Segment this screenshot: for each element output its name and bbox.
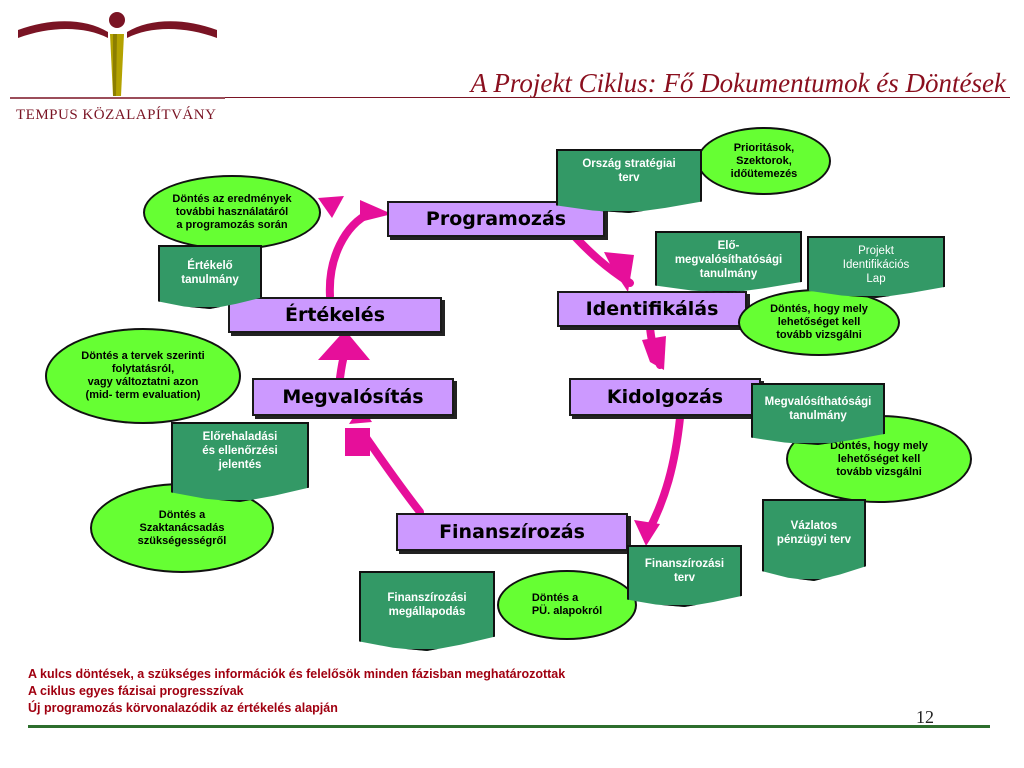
decision-identifikalas: Döntés, hogy mely lehetőséget kell továb… (738, 289, 900, 356)
doc-elorehaladasi-jelentes: Előrehaladási és ellenőrzési jelentés (171, 422, 309, 502)
arrowhead-2 (642, 336, 666, 370)
arrowhead-3 (634, 520, 660, 546)
title-rule (225, 97, 1010, 98)
arrow-kidolgozas-finanszirozas (644, 414, 684, 536)
arrow-megvalositas-ertekeles (336, 348, 349, 382)
doc-orszag-strategiai-terv: Ország stratégiai terv (556, 149, 702, 213)
phase-finanszirozas: Finanszírozás (396, 513, 628, 551)
footer-line-1: A kulcs döntések, a szükséges információ… (28, 667, 566, 681)
footer-line-3: Új programozás körvonalazódik az értékel… (28, 701, 338, 715)
arrowhead-1 (604, 252, 634, 292)
logo-text: TEMPUS KÖZALAPÍTVÁNY (16, 107, 217, 123)
doc-megvalosithatosagi: Megvalósíthatósági tanulmány (751, 383, 885, 445)
decision-prioritasok: Prioritások, Szektorok, időütemezés (697, 127, 831, 195)
doc-projekt-identifikacios-lap: Projekt Identifikációs Lap (807, 236, 945, 298)
logo: TEMPUS KÖZALAPÍTVÁNY (10, 4, 225, 130)
arrow-identifikalas-kidolgozas (646, 324, 664, 369)
decision-ertekeles: Döntés az eredmények további használatár… (143, 175, 321, 250)
phase-ertekeles: Értékelés (228, 297, 442, 333)
arrowhead-7 (318, 196, 344, 218)
footer-line-2: A ciklus egyes fázisai progresszívak (28, 684, 244, 698)
doc-vazlatos-penzugyi-terv: Vázlatos pénzügyi terv (762, 499, 866, 581)
footer-rule (28, 725, 990, 728)
doc-finanszirozasi-terv: Finanszírozási terv (627, 545, 742, 607)
arrow-block-1 (345, 428, 370, 456)
phase-kidolgozas: Kidolgozás (569, 378, 761, 416)
arrowhead-5 (318, 330, 370, 360)
phase-megvalositas: Megvalósítás (252, 378, 454, 416)
doc-elomegvalosithatosagi: Elő- megvalósíthatósági tanulmány (655, 231, 802, 293)
phase-programozas: Programozás (387, 201, 605, 237)
decision-pu-alapok: Döntés a PÜ. alapokról (497, 570, 637, 640)
decision-megvalositas: Döntés a tervek szerinti folytatásról, v… (45, 328, 241, 424)
arrow-finanszirozas-megvalositas (358, 428, 424, 516)
logo-figure-icon (10, 12, 225, 99)
phase-identifikalas: Identifikálás (557, 291, 747, 327)
arrow-ertekeles-programozas (325, 209, 374, 300)
doc-ertekelo-tanulmany: Értékelő tanulmány (158, 245, 262, 309)
page-number: 12 (916, 707, 934, 727)
doc-finanszirozasi-megallapodas: Finanszírozási megállapodás (359, 571, 495, 651)
slide-title: A Projekt Ciklus: Fő Dokumentumok és Dön… (470, 68, 1006, 98)
